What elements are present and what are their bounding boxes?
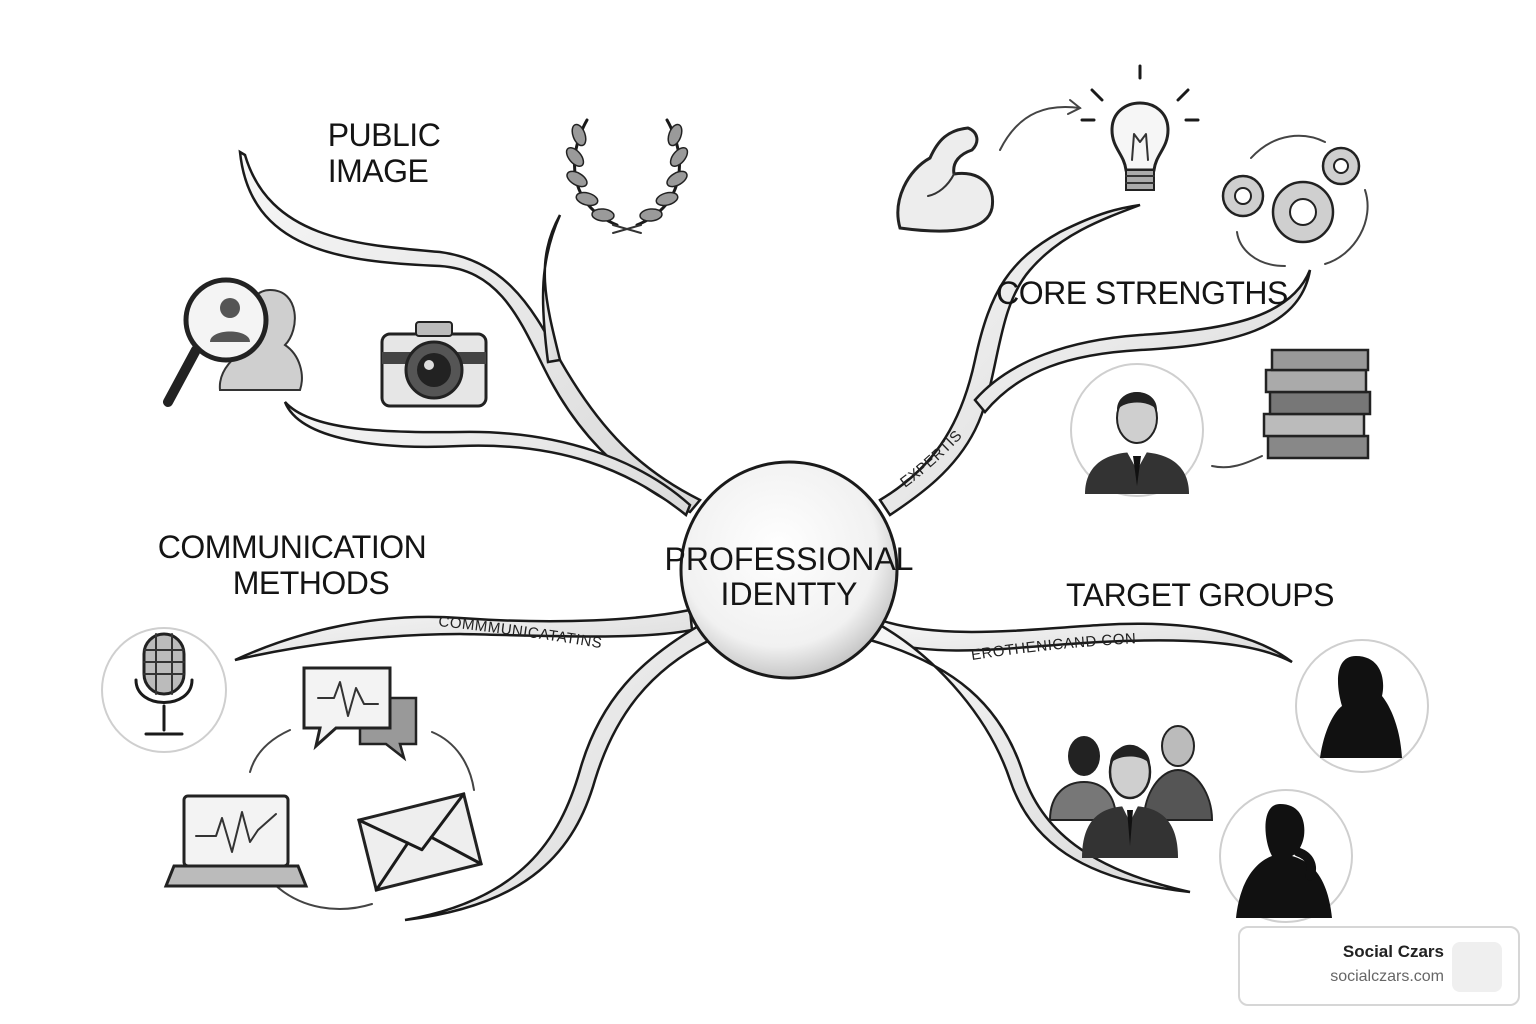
logo-icon — [1452, 942, 1502, 992]
branch-public-image-up — [541, 214, 562, 364]
branch-core-strengths-main — [878, 203, 1141, 517]
gears-icon — [1221, 134, 1369, 267]
label-public-image-2: IMAGE — [328, 153, 429, 189]
branch-public-image-main — [238, 149, 702, 514]
watermark-badge[interactable]: Social Czars socialczars.com — [1238, 926, 1520, 1006]
envelope-icon — [357, 792, 483, 892]
flexed-arm-icon — [896, 126, 995, 233]
laurel-wreath-icon — [565, 118, 689, 234]
label-core-strengths: CORE STRENGTHS — [996, 275, 1288, 311]
branch-communication-lower — [404, 623, 712, 922]
microphone-icon — [101, 627, 227, 753]
group-people-icon — [1048, 725, 1214, 858]
branch-communication-main — [234, 608, 694, 662]
businessman-icon — [1070, 363, 1204, 497]
branch-public-image-lower — [283, 401, 692, 518]
hub-line-1: PROFESSIONAL — [665, 541, 914, 577]
branches — [234, 149, 1312, 922]
arrow-person-to-books — [1211, 455, 1263, 469]
arrow-loop-3 — [271, 881, 373, 910]
woman-silhouette-icon — [1295, 639, 1429, 773]
label-public-image-1: PUBLIC — [328, 117, 441, 153]
label-communication-1: COMMUNICATION — [158, 529, 426, 565]
lightbulb-icon — [1080, 64, 1200, 191]
books-icon — [1262, 348, 1372, 460]
label-communication-2: METHODS — [233, 565, 390, 601]
watermark-url[interactable]: socialczars.com — [1330, 968, 1444, 985]
branch-text-communications: COMMMUNICATATINS — [438, 613, 604, 652]
arrow-loop-1 — [249, 729, 291, 773]
hub-line-2: IDENTTY — [721, 576, 858, 612]
magnifier-person-icon — [163, 277, 303, 407]
watermark-name: Social Czars — [1342, 942, 1444, 961]
branch-target-main — [876, 618, 1293, 664]
central-hub: PROFESSIONAL IDENTTY — [665, 460, 914, 680]
arrow-loop-2 — [431, 731, 475, 791]
label-target-groups: TARGET GROUPS — [1066, 577, 1334, 613]
arrow-arm-to-bulb-head — [1067, 99, 1082, 115]
camera-icon — [380, 321, 488, 408]
chat-bubbles-icon — [302, 666, 418, 762]
laptop-icon — [163, 794, 309, 888]
branch-target-lower — [868, 623, 1191, 894]
branch-core-strengths-right — [973, 269, 1312, 414]
man-silhouette-icon — [1219, 789, 1353, 923]
arrow-arm-to-bulb — [999, 105, 1081, 151]
